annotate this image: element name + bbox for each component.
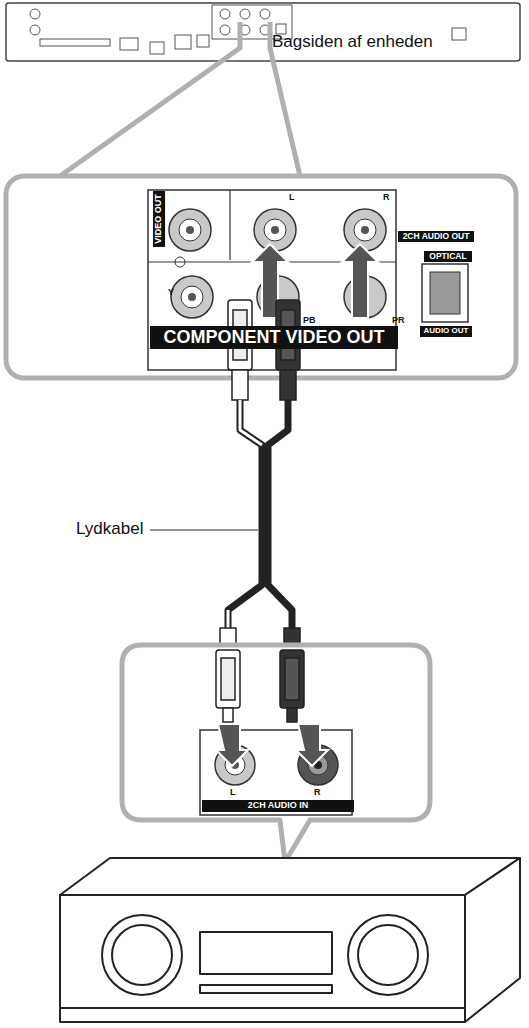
- port-band: COMPONENT VIDEO OUT: [150, 326, 398, 349]
- port-band: 2CH AUDIO OUT: [398, 231, 474, 242]
- port-label: R: [314, 788, 321, 798]
- port-label: L: [289, 193, 295, 203]
- port-label: PR: [392, 316, 405, 326]
- port-label: PB: [303, 316, 316, 326]
- port-band: AUDIO OUT: [420, 326, 472, 337]
- port-label: R: [383, 193, 390, 203]
- port-label: Y: [168, 288, 174, 298]
- port-band: 2CH AUDIO IN: [202, 800, 354, 812]
- port-label: VIDEO OUT: [153, 191, 165, 247]
- port-band: OPTICAL: [424, 251, 472, 262]
- port-label: L: [230, 788, 236, 798]
- part-label: Lydkabel: [76, 520, 143, 539]
- caption-label: Bagsiden af enheden: [272, 33, 433, 52]
